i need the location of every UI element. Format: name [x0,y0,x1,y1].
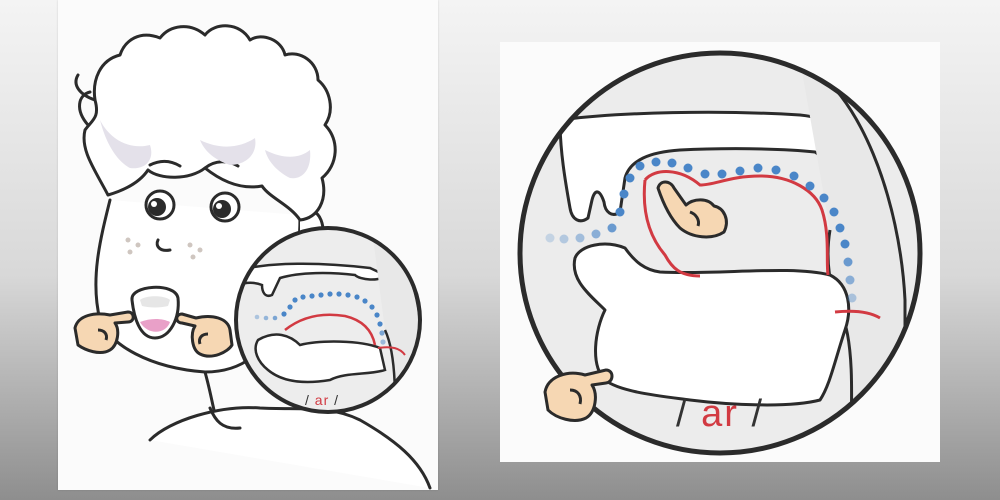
magnifier-circle-icon [517,50,923,456]
eyes [144,189,241,223]
pointing-hand-icon [543,368,614,422]
slash-open: / [676,393,689,435]
slash-open: / [305,392,310,408]
airflow-dots [545,157,857,303]
phoneme-text: ar [314,392,330,408]
finger-tap-icon [656,180,728,239]
tongue [572,242,851,407]
nose [155,238,172,252]
freckles [125,237,203,260]
slash-close: / [751,393,765,435]
phoneme-label-small: / ar / [305,392,339,408]
upper-teeth [558,110,848,223]
hair-shading [100,120,311,179]
pointing-hand-icon [73,310,135,354]
tongue-position-outline [643,170,830,276]
open-mouth [130,285,180,340]
phoneme-label-large: / ar / [676,393,764,436]
magnifier-circle-icon [234,226,422,414]
slash-close: / [334,392,340,408]
pointing-hand-icon [175,312,234,358]
phoneme-text: ar [701,393,739,435]
hair [82,24,337,222]
